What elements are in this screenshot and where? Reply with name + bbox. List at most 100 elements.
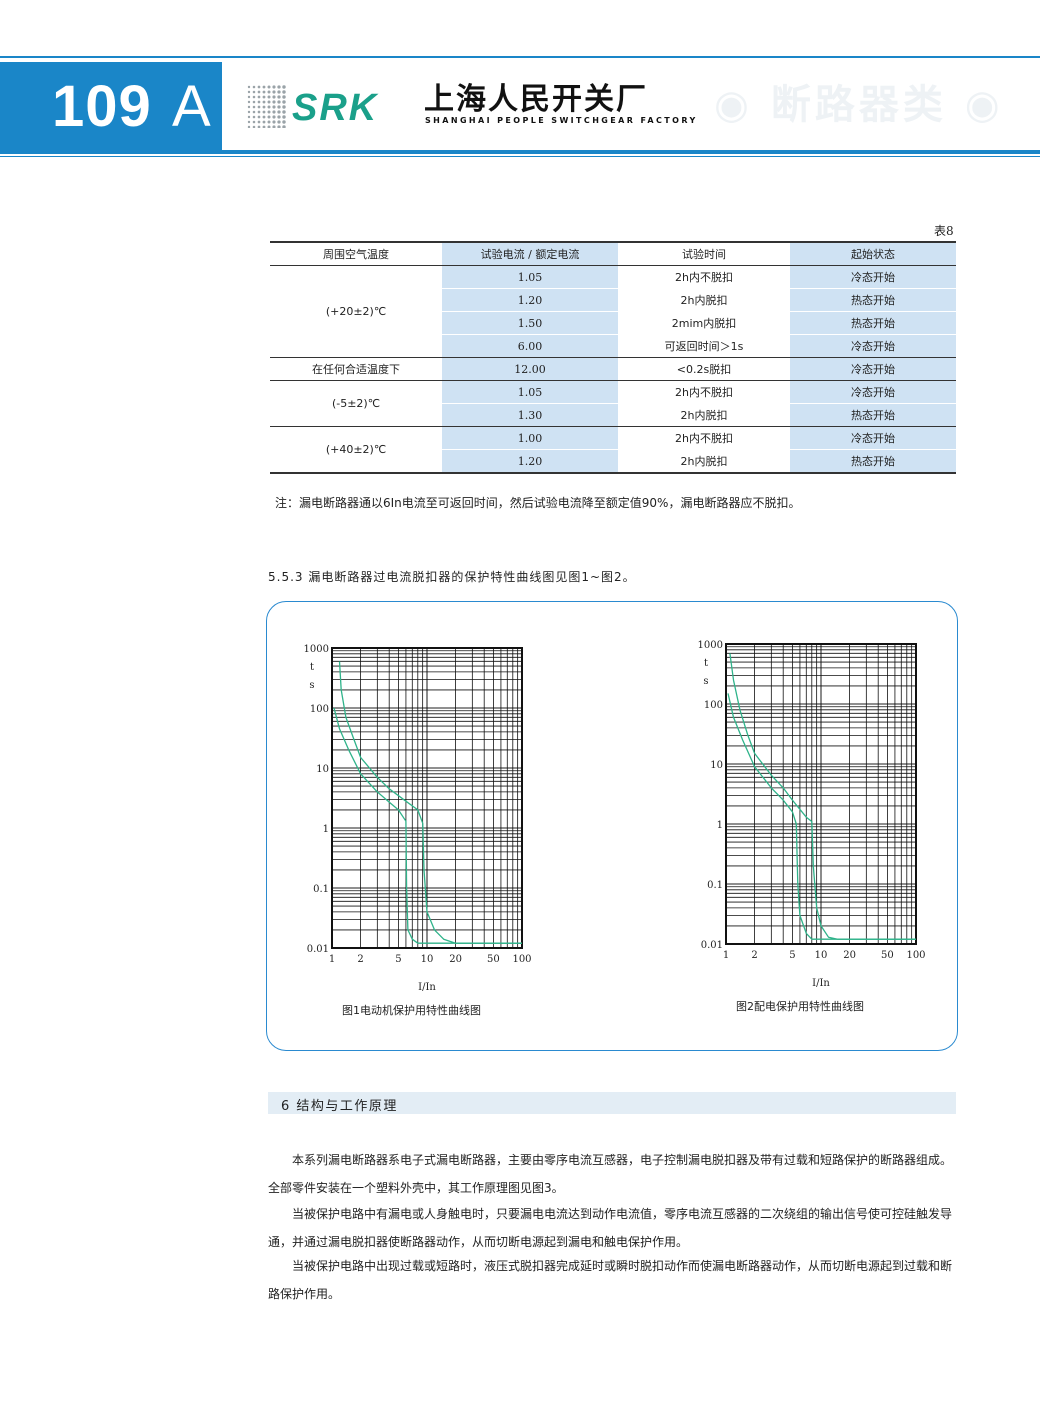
logo-dot: [247, 120, 251, 124]
logo-dot: [262, 100, 266, 104]
logo-dot: [257, 90, 261, 94]
logo-dot: [252, 115, 256, 119]
logo-dot: [257, 125, 261, 128]
logo-dot: [272, 115, 276, 119]
section-6-title: 6 结构与工作原理: [281, 1099, 398, 1114]
ratio-cell: 1.30: [442, 403, 618, 427]
logo-dot: [262, 120, 266, 124]
logo-dot: [252, 125, 256, 128]
category-title: ◉ 断路器类 ◉: [714, 82, 1004, 128]
logo-dot: [272, 85, 276, 89]
y-tick-label: 1000: [698, 640, 723, 651]
logo-dot: [277, 125, 281, 128]
series-line: [338, 661, 522, 944]
y-tick-label: 10: [316, 764, 329, 775]
y-tick-label: 0.1: [707, 880, 723, 891]
y-axis-label: t: [310, 662, 314, 673]
logo-dot: [272, 120, 276, 124]
time-cell: 2h内不脱扣: [618, 265, 790, 289]
series-line: [333, 707, 522, 944]
logo-dot: [282, 105, 286, 109]
logo-dot: [267, 100, 271, 104]
logo-srk: SRK: [292, 87, 379, 129]
logo-dot: [257, 120, 261, 124]
logo-dot: [257, 100, 261, 104]
company-name-cn: 上海人民开关厂: [424, 82, 648, 117]
chart-1-caption: 图1电动机保护用特性曲线图: [342, 1004, 481, 1017]
logo-dot: [262, 105, 266, 109]
table-row: 在任何合适温度下 12.00 <0.2s脱扣 冷态开始: [270, 357, 956, 381]
logo-dot: [247, 85, 251, 89]
plot-border: [725, 643, 917, 945]
time-cell: 可返回时间＞1s: [618, 334, 790, 358]
y-tick-label: 10: [710, 760, 723, 771]
state-cell: 热态开始: [790, 311, 956, 335]
logo-dot: [262, 90, 266, 94]
table-header-cell: 试验时间: [618, 241, 790, 266]
y-tick-label: 100: [310, 704, 329, 715]
logo-dot: [277, 95, 281, 99]
table-header-cell: 周围空气温度: [270, 241, 442, 266]
header-rule-bottom-thin: [0, 156, 1040, 157]
logo-dot: [257, 110, 261, 114]
logo-dot: [267, 95, 271, 99]
paragraph-3: 当被保护电路中出现过载或短路时，液压式脱扣器完成延时或瞬时脱扣动作而使漏电断路器…: [268, 1259, 953, 1301]
x-tick-label: 5: [395, 954, 401, 965]
page-suffix: A: [172, 74, 211, 139]
logo-dot: [267, 125, 271, 128]
state-cell: 热态开始: [790, 449, 956, 474]
logo-dot: [252, 95, 256, 99]
ratio-cell: 6.00: [442, 334, 618, 358]
chart-2-caption: 图2配电保护用特性曲线图: [736, 1000, 864, 1013]
x-axis-label: I/In: [812, 978, 830, 989]
logo-dot: [252, 100, 256, 104]
time-cell: <0.2s脱扣: [618, 357, 790, 381]
logo-dot: [252, 120, 256, 124]
logo-dot: [252, 110, 256, 114]
x-tick-label: 10: [421, 954, 434, 965]
ratio-cell: 1.05: [442, 265, 618, 289]
logo-dot: [282, 85, 286, 89]
table-row: (-5±2)℃ 1.05 2h内不脱扣 冷态开始: [270, 380, 956, 427]
y-tick-label: 0.1: [313, 884, 329, 895]
table-note: 注：漏电断路器通以6In电流至可返回时间，然后试验电流降至额定值90%，漏电断路…: [275, 496, 801, 510]
y-tick-label: 1: [717, 820, 723, 831]
logo-dot: [262, 115, 266, 119]
logo-dot: [282, 90, 286, 94]
paragraph-2: 当被保护电路中有漏电或人身触电时，只要漏电电流达到动作电流值，零序电流互感器的二…: [268, 1207, 953, 1249]
section-5-5-3-text: 5.5.3 漏电断路器过电流脱扣器的保护特性曲线图见图1~图2。: [268, 570, 636, 584]
chart-frame: [266, 601, 958, 1051]
ratio-cell: 1.20: [442, 288, 618, 312]
section-6-bar: [268, 1092, 956, 1114]
logo-dot: [247, 95, 251, 99]
logo-dot: [262, 85, 266, 89]
state-cell: 冷态开始: [790, 380, 956, 404]
state-cell: 热态开始: [790, 288, 956, 312]
y-axis-label: s: [703, 676, 708, 687]
logo-dot: [267, 115, 271, 119]
logo-dot: [272, 105, 276, 109]
logo-dot: [252, 90, 256, 94]
logo-dot: [257, 95, 261, 99]
header-rule-top: [0, 56, 1040, 58]
x-tick-label: 2: [357, 954, 363, 965]
logo-dot: [252, 105, 256, 109]
ratio-cell: 1.00: [442, 426, 618, 450]
x-tick-label: 1: [723, 950, 729, 961]
logo-dot: [257, 85, 261, 89]
x-tick-label: 50: [881, 950, 894, 961]
header-rule-bottom: [0, 150, 1040, 154]
state-cell: 冷态开始: [790, 334, 956, 358]
table-row: 1.20 2h内脱扣 热态开始: [270, 288, 956, 312]
logo-dot: [257, 115, 261, 119]
state-cell: 冷态开始: [790, 265, 956, 289]
x-axis-label: I/In: [418, 982, 436, 993]
logo-dot: [247, 100, 251, 104]
logo-dot: [282, 115, 286, 119]
logo-dot: [272, 110, 276, 114]
x-tick-label: 10: [815, 950, 828, 961]
x-tick-label: 2: [751, 950, 757, 961]
table-row: 1.30 2h内脱扣 热态开始: [270, 403, 956, 427]
series-line: [727, 693, 916, 940]
